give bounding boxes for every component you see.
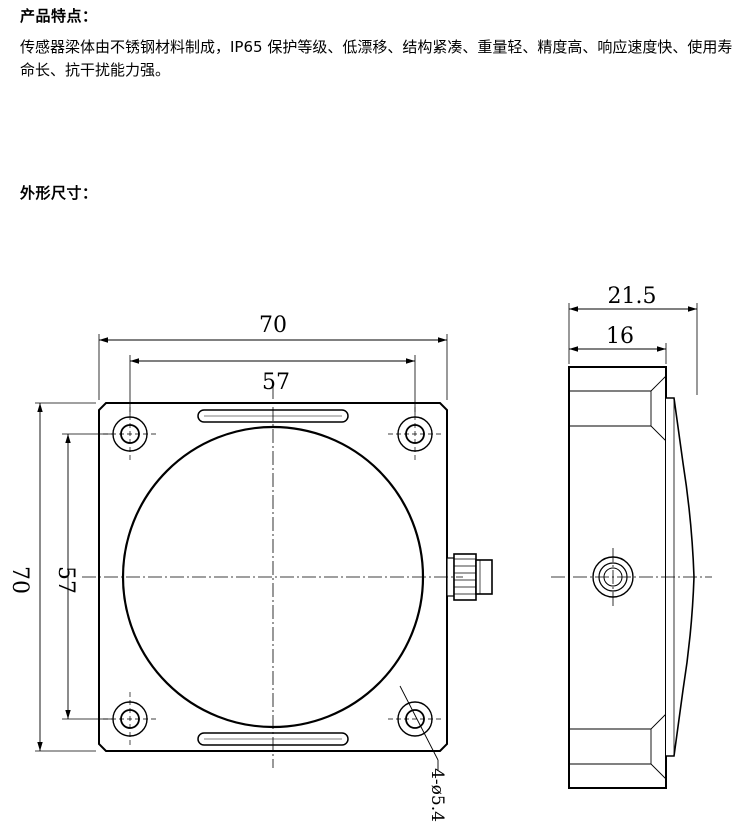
side-body-outline — [568, 366, 667, 789]
dim-total-depth: 21.5 — [608, 284, 657, 309]
features-heading: 产品特点： — [20, 7, 98, 25]
dimensions-heading: 外形尺寸： — [20, 184, 98, 202]
front-view: 70 57 70 57 4-ø5.4 — [7, 313, 493, 822]
dim-hole-spacing-x: 57 — [262, 370, 290, 395]
side-view: 21.5 16 — [551, 284, 712, 789]
dim-mounting-holes: 4-ø5.4 — [427, 768, 447, 822]
dim-body-depth: 16 — [606, 324, 634, 349]
dim-overall-height: 70 — [7, 566, 32, 594]
features-description: 传感器梁体由不锈钢材料制成，IP65 保护等级、低漂移、结构紧凑、重量轻、精度高… — [20, 38, 733, 79]
hole-leader-line — [399, 685, 439, 761]
cable-connector — [446, 553, 493, 601]
dim-hole-spacing-y: 57 — [53, 566, 78, 594]
front-centerlines — [82, 385, 463, 768]
dim-overall-width: 70 — [259, 313, 287, 338]
